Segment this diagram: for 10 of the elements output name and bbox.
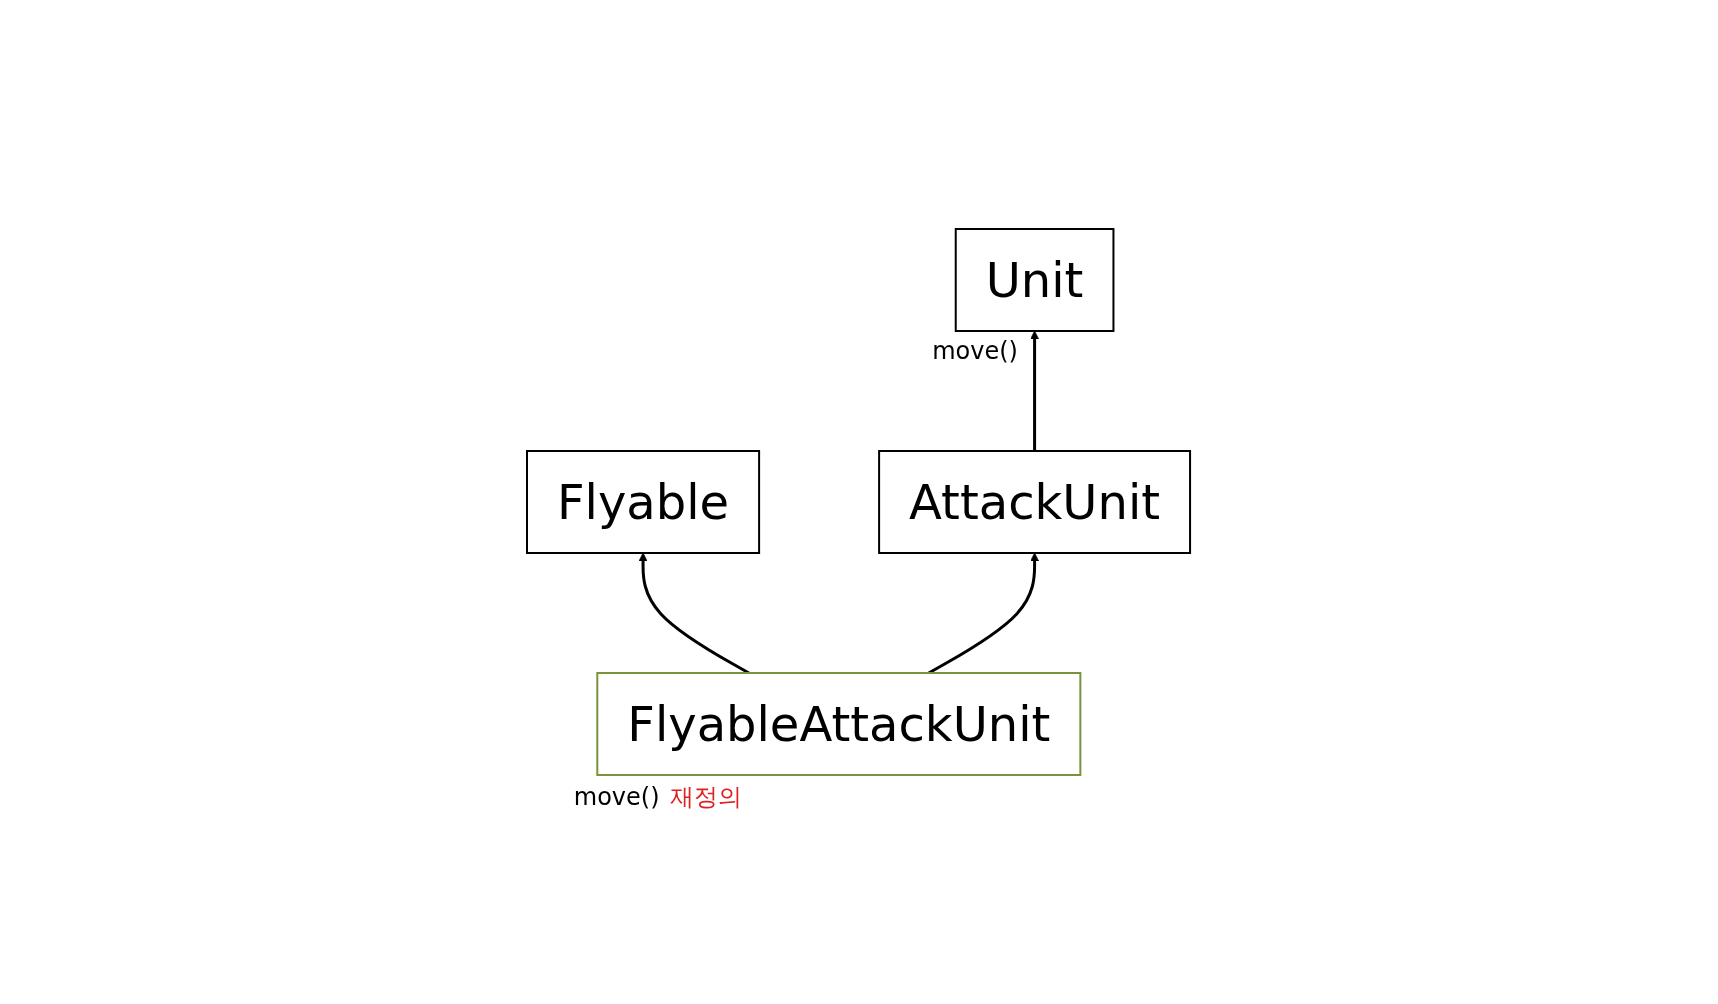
node-box: Unit xyxy=(955,228,1115,332)
annotation-text: move() xyxy=(573,783,660,811)
arrow xyxy=(1030,330,1040,451)
annotation-text: 재정의 xyxy=(669,783,742,811)
node-box: AttackUnit xyxy=(878,450,1192,554)
node-box: FlyableAttackUnit xyxy=(596,672,1082,776)
node-box: Flyable xyxy=(526,450,761,554)
annotation-text: move() xyxy=(932,337,1018,365)
arrow xyxy=(639,552,751,675)
arrow xyxy=(928,552,1040,675)
